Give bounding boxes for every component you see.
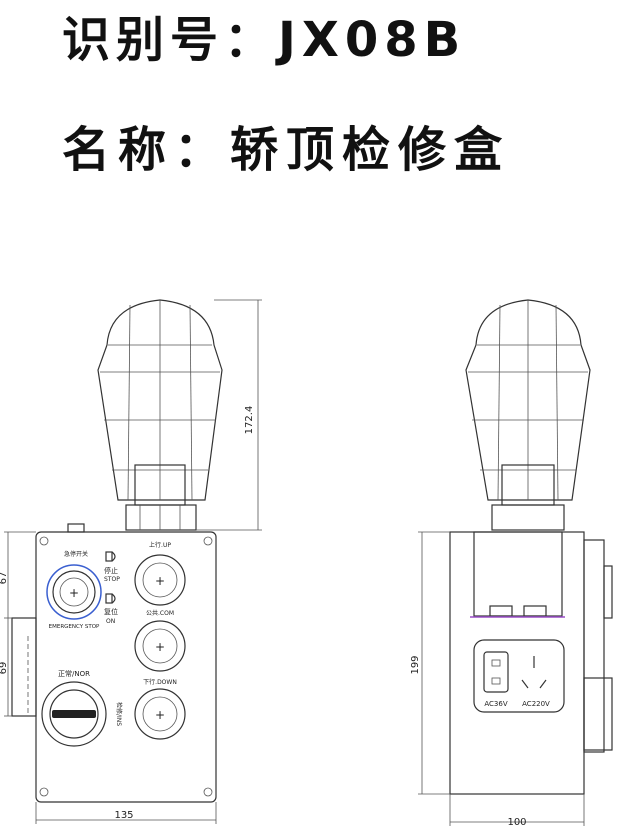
com-label: 公共.COM [146,609,174,617]
svg-text:+: + [155,640,165,654]
side-lamp-cage [465,299,591,531]
front-box [35,523,217,803]
estop-caption: EMERGENCY STOP [49,624,100,630]
stop-label-cn: 停止 [104,566,118,575]
id-title: 识别号：JX08B [62,12,467,68]
ac36v-label: AC36V [484,700,507,708]
svg-text:+: + [155,574,165,588]
down-label: 下行.DOWN [143,678,177,686]
front-side-bracket: 67 69 [0,531,37,717]
selector-side-label: 检修/INS [115,702,123,726]
front-lamp-cage [97,299,223,531]
name-title: 名称：轿顶检修盒 [62,122,511,178]
svg-text:+: + [69,586,79,600]
reset-label-cn: 复位 [104,607,118,616]
normal-inspection-selector[interactable]: 正常/NOR 检修/INS [41,669,123,747]
dim-height-lamp: 172.4 [244,406,255,435]
svg-text:+: + [155,708,165,722]
dim-width: 135 [114,810,133,821]
ac220v-socket[interactable]: AC220V [521,656,550,708]
side-box [449,531,613,795]
up-label: 上行.UP [149,541,171,549]
stop-indicator: 停止 STOP [104,551,120,583]
reset-indicator: 复位 ON [104,593,118,625]
socket-panel: AC36V AC220V [473,639,565,713]
com-button[interactable]: 公共.COM + [134,609,186,672]
ac36v-socket[interactable]: AC36V [483,651,509,708]
front-width-dimension: 135 [35,802,217,824]
selector-label: 正常/NOR [58,669,90,678]
stop-label-en: STOP [104,576,120,583]
dim-side-mid: 69 [0,662,9,675]
estop-label: 急停开关 [64,550,88,558]
dim-side-top: 67 [0,572,9,585]
side-width-dimension: 100 [449,794,585,828]
reset-label-en: ON [106,618,115,625]
ac220v-label: AC220V [522,700,550,708]
up-button[interactable]: 上行.UP + [134,541,186,606]
dim-side-width: 100 [507,817,526,828]
dim-side-height: 199 [410,655,421,674]
emergency-stop-button[interactable]: 急停开关 + EMERGENCY STOP [46,550,102,630]
front-height-dimension: 172.4 [196,299,262,531]
side-height-dimension: 199 [410,531,450,795]
down-button[interactable]: 下行.DOWN + [134,678,186,740]
